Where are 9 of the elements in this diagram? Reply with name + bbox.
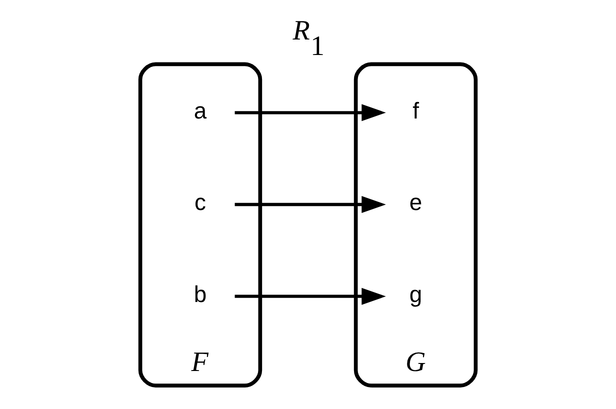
- node-text: c: [194, 189, 206, 216]
- arrow: [234, 196, 386, 213]
- node-text: f: [412, 97, 419, 124]
- node-text: b: [194, 280, 207, 307]
- arrow: [234, 288, 386, 305]
- arrow: [234, 104, 386, 122]
- node-text: e: [409, 189, 422, 216]
- node-text: a: [194, 97, 207, 124]
- node-text: g: [409, 280, 422, 307]
